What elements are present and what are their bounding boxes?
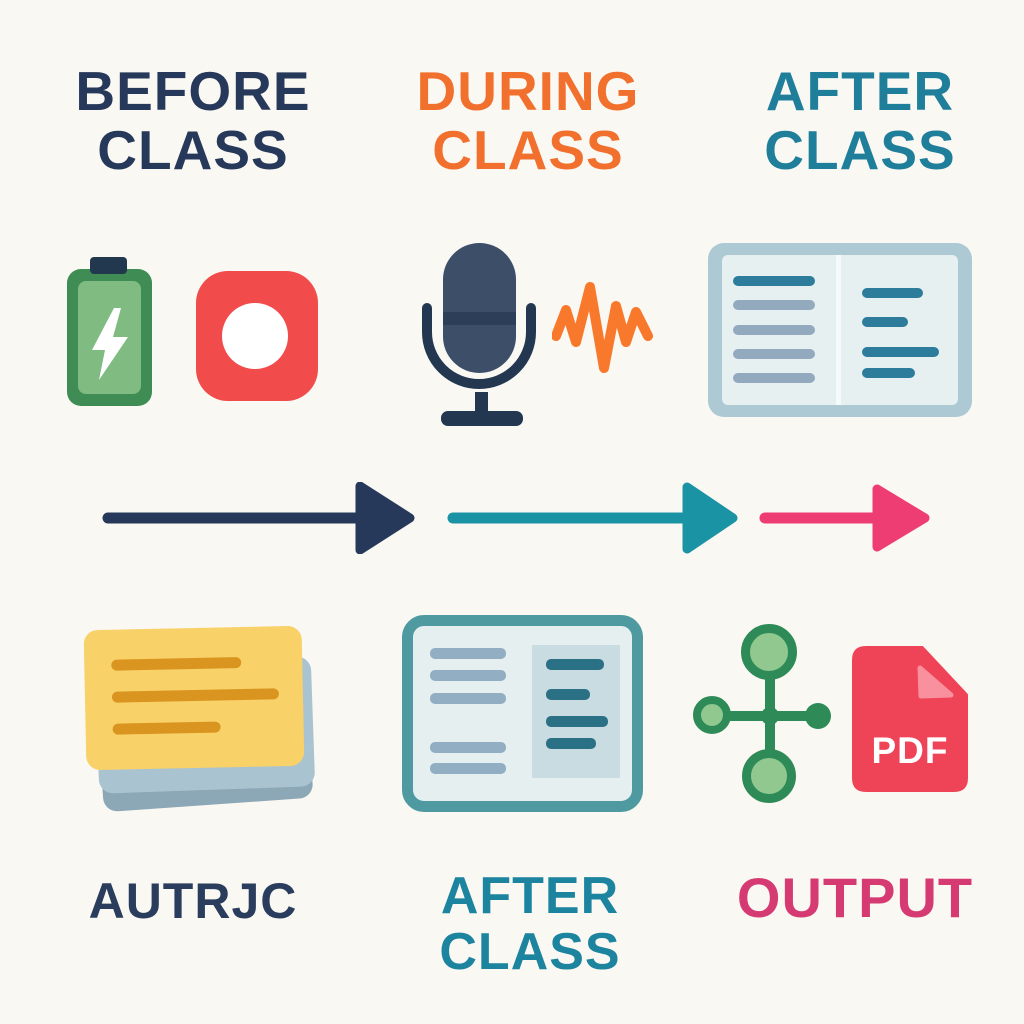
footer-label-col3: OUTPUT xyxy=(736,866,974,929)
header-before-class: BEFORE CLASS xyxy=(75,60,311,182)
lightning-bolt-icon xyxy=(92,308,128,380)
notes-tablet-icon xyxy=(402,615,643,812)
microphone-icon xyxy=(443,243,516,373)
pdf-file-icon: PDF xyxy=(852,646,968,792)
microphone-base xyxy=(441,411,523,426)
open-notebook-icon xyxy=(708,243,972,417)
tablet-text-line xyxy=(430,670,506,681)
tablet-text-line xyxy=(430,693,506,704)
panel-text-line xyxy=(546,689,590,700)
flashcard-text-line xyxy=(111,657,242,671)
notebook-spine xyxy=(836,255,841,405)
audio-waveform-icon xyxy=(552,282,653,373)
header-during-class: DURING CLASS xyxy=(416,60,640,182)
mindmap-node-icon xyxy=(690,618,842,803)
flashcard-top xyxy=(83,625,305,771)
notebook-text-line xyxy=(733,300,815,310)
record-dot xyxy=(222,303,288,369)
pink-arrow-icon xyxy=(759,484,930,552)
notebook-text-line xyxy=(862,347,939,357)
panel-text-line xyxy=(546,738,596,749)
panel-text-line xyxy=(546,659,604,670)
notebook-text-line xyxy=(862,317,908,327)
battery-cap xyxy=(90,257,127,274)
flashcard-text-line xyxy=(111,688,280,703)
mindmap-top-node xyxy=(741,624,797,680)
pdf-document-shape xyxy=(852,646,968,792)
notebook-text-line xyxy=(733,276,815,286)
tablet-side-panel xyxy=(532,645,620,778)
tablet-text-line xyxy=(430,742,506,753)
navy-arrow-icon xyxy=(102,482,415,554)
panel-text-line xyxy=(546,716,608,727)
microphone-holder xyxy=(422,303,536,389)
notebook-text-line xyxy=(733,373,815,383)
flashcard-text-line xyxy=(112,721,221,735)
notebook-text-line xyxy=(733,349,815,359)
tablet-text-line xyxy=(430,763,506,774)
footer-label-col1: AUTRJC xyxy=(88,873,298,929)
mindmap-left-node xyxy=(693,696,731,734)
notebook-text-line xyxy=(733,325,815,335)
notebook-text-line xyxy=(862,368,915,378)
mindmap-bottom-node xyxy=(742,749,796,803)
footer-label-col2: AFTER CLASS xyxy=(439,867,621,982)
flashcards-stack-icon xyxy=(83,620,320,813)
tablet-text-line xyxy=(430,648,506,659)
microphone-band xyxy=(443,312,516,325)
header-after-class: AFTER CLASS xyxy=(764,60,956,182)
pdf-label: PDF xyxy=(871,730,949,771)
mindmap-right-node xyxy=(805,703,831,729)
mindmap-center-node xyxy=(761,707,779,725)
microphone-stem xyxy=(475,392,488,417)
teal-arrow-icon xyxy=(447,482,738,554)
notebook-text-line xyxy=(862,288,923,298)
